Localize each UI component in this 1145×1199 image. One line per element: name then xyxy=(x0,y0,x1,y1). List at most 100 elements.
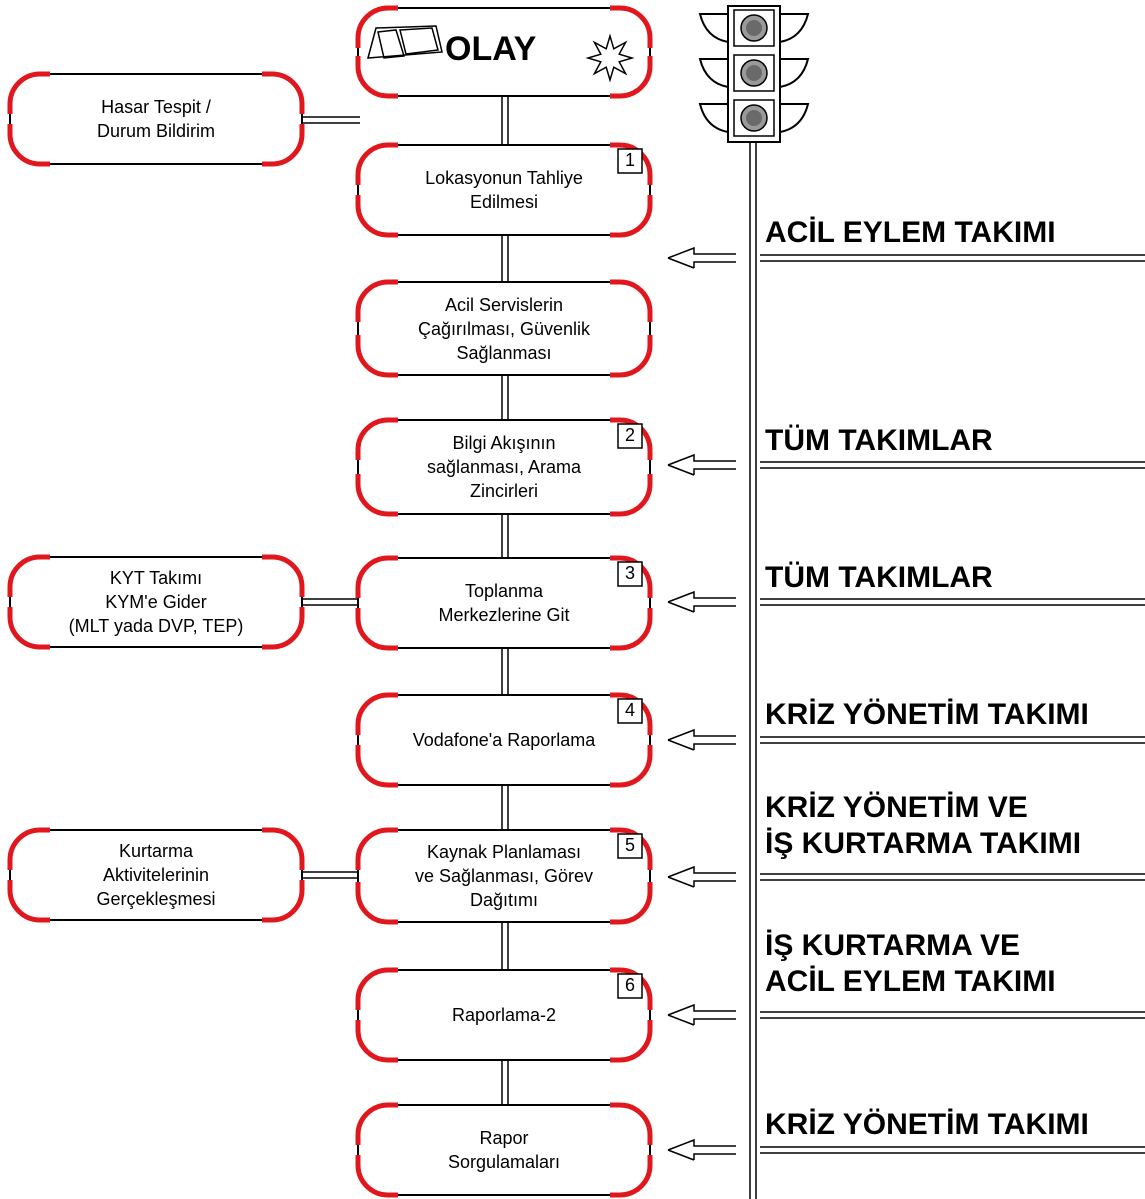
side-damage-assessment: Hasar Tespit / Durum Bildirim xyxy=(10,74,302,164)
event-box xyxy=(357,7,651,97)
corner-accent xyxy=(262,607,305,650)
explosion-icon xyxy=(585,33,635,83)
side-line: Durum Bildirim xyxy=(96,121,215,141)
corner-accent xyxy=(610,56,653,99)
team-label: TÜM TAKIMLAR xyxy=(765,424,993,457)
step-box xyxy=(357,281,651,376)
corner-accent xyxy=(262,880,305,923)
step-number-box xyxy=(617,698,643,724)
step-line: Kaynak Planlaması xyxy=(426,842,582,862)
step-number: 3 xyxy=(624,563,635,583)
team-label: ACİL EYLEM TAKIMI xyxy=(765,216,1056,249)
step-line: sağlanması, Arama xyxy=(426,457,582,477)
team-arrow-icon xyxy=(667,865,736,888)
traffic-light-icon xyxy=(698,5,810,143)
corner-accent xyxy=(355,745,398,788)
corner-accent xyxy=(355,279,398,322)
corner-accent xyxy=(7,827,50,870)
corner-accent xyxy=(355,882,398,925)
corner-accent xyxy=(610,1155,653,1198)
corner-accent xyxy=(610,1102,653,1145)
step-reporting-2: Raporlama-2 xyxy=(358,970,650,1060)
corner-accent xyxy=(610,882,653,925)
event-title: OLAY xyxy=(445,30,537,68)
side-line: Kurtarma xyxy=(118,841,194,861)
team-label-line: İŞ KURTARMA VE xyxy=(765,929,1020,962)
step-line: Toplanma xyxy=(464,581,544,601)
corner-accent xyxy=(355,335,398,378)
team-arrow-icon xyxy=(667,728,736,751)
corner-accent xyxy=(7,71,50,114)
corner-accent xyxy=(355,608,398,651)
corner-accent xyxy=(355,5,398,48)
corner-accent xyxy=(262,124,305,167)
step-number-box xyxy=(617,423,643,449)
side-box xyxy=(9,556,303,648)
step-line: ve Sağlanması, Görev xyxy=(414,866,594,886)
corner-accent xyxy=(355,1155,398,1198)
step-box xyxy=(357,144,651,236)
side-box xyxy=(9,829,303,921)
corner-accent xyxy=(610,1020,653,1063)
corner-accent xyxy=(610,335,653,378)
step-box xyxy=(357,1104,651,1196)
step-number: 5 xyxy=(624,835,635,855)
team-label-line: KRİZ YÖNETİM VE xyxy=(765,791,1028,824)
team-arrow-icon xyxy=(667,1138,736,1161)
step-line: Bilgi Akışının xyxy=(452,433,556,453)
corner-accent xyxy=(355,827,398,870)
team-arrow-icon xyxy=(667,590,736,613)
corner-accent xyxy=(355,692,398,735)
step-box xyxy=(357,694,651,786)
step-vodafone-reporting: Vodafone'a Raporlama xyxy=(358,695,650,785)
side-line: Hasar Tespit / xyxy=(101,97,211,117)
step-line: Raporlama-2 xyxy=(451,1005,557,1025)
corner-accent xyxy=(610,279,653,322)
corner-accent xyxy=(7,880,50,923)
corner-accent xyxy=(355,1102,398,1145)
step-number: 2 xyxy=(624,425,635,445)
corner-accent xyxy=(262,71,305,114)
team-arrow-icon xyxy=(667,246,736,269)
team-arrow-icon xyxy=(667,453,736,476)
corner-accent xyxy=(610,474,653,517)
corner-accent xyxy=(355,142,398,185)
corner-accent xyxy=(262,827,305,870)
step-line: Rapor xyxy=(479,1128,529,1148)
step-number: 6 xyxy=(624,975,635,995)
step-line: Sorgulamaları xyxy=(447,1152,561,1172)
step-line: Dağıtımı xyxy=(469,890,539,910)
side-box xyxy=(9,73,303,165)
team-label-line: İŞ KURTARMA TAKIMI xyxy=(765,827,1082,860)
corner-accent xyxy=(610,5,653,48)
corner-accent xyxy=(610,608,653,651)
step-line: Acil Servislerin xyxy=(444,294,564,315)
step-box xyxy=(357,829,651,923)
step-box xyxy=(357,557,651,649)
corner-accent xyxy=(355,195,398,238)
team-label: KRİZ YÖNETİM TAKIMI xyxy=(765,1108,1089,1141)
step-line: Edilmesi xyxy=(469,192,539,212)
side-line: KYM'e Gider xyxy=(105,592,207,612)
corner-accent xyxy=(355,967,398,1010)
side-line: Gerçekleşmesi xyxy=(96,889,216,909)
step-line: Merkezlerine Git xyxy=(438,605,570,625)
team-label: TÜM TAKIMLAR xyxy=(765,561,993,594)
corner-accent xyxy=(610,745,653,788)
step-number-box xyxy=(617,833,643,859)
step-line: Vodafone'a Raporlama xyxy=(412,730,596,750)
corner-accent xyxy=(7,124,50,167)
document-icon xyxy=(367,25,443,59)
step-line: Zincirleri xyxy=(469,481,538,501)
team-label-line: ACİL EYLEM TAKIMI xyxy=(765,965,1056,998)
step-line: Sağlanması xyxy=(456,342,552,363)
corner-accent xyxy=(610,195,653,238)
corner-accent xyxy=(355,1020,398,1063)
